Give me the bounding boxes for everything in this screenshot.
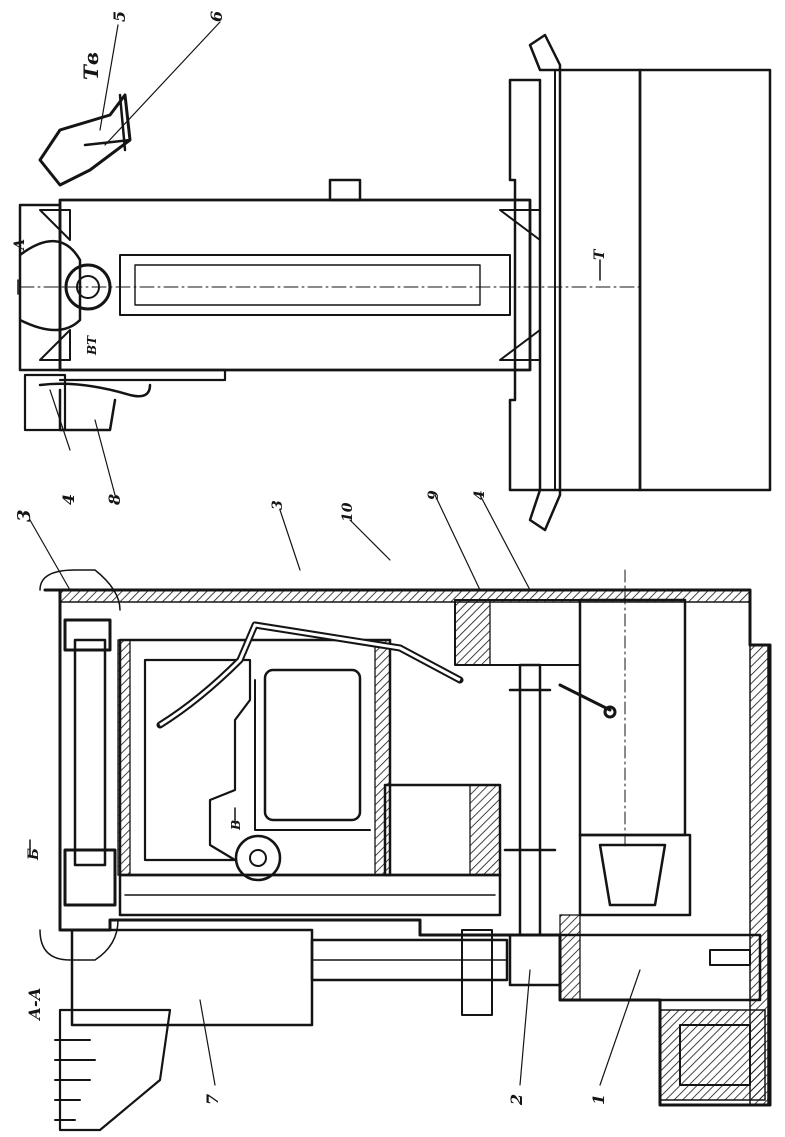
detail-callout-circle <box>39 569 121 961</box>
inspection-window <box>263 668 362 822</box>
cone-pulley <box>578 833 692 917</box>
column-step-under <box>58 368 227 382</box>
inner-frame-hatch-b <box>374 639 391 876</box>
tension-knob <box>603 705 617 719</box>
column-slot-inner <box>134 264 481 306</box>
inner-frame-hatch <box>117 639 131 876</box>
lower-housing <box>23 373 67 432</box>
spindle-housing-hatch <box>469 784 501 876</box>
label-Tv: Тв <box>79 52 103 80</box>
arm-support <box>58 1008 172 1132</box>
label-V: В <box>229 820 243 831</box>
gear-wheel <box>508 933 562 987</box>
top-elevation-view: Тв 5 6 А Т ВТ 4 8 <box>12 11 772 532</box>
base-block <box>638 68 772 492</box>
shaft-plug <box>709 949 751 966</box>
spindle-bearing-inner <box>76 275 100 299</box>
pivot-hole <box>249 849 267 867</box>
column-knob <box>328 178 362 202</box>
motor-body <box>578 598 687 837</box>
gear-housing-hatch <box>559 914 581 1001</box>
inner-chamber <box>143 658 252 862</box>
column-slot <box>119 254 511 316</box>
label-A: А <box>12 239 28 251</box>
spindle-bearing <box>64 263 112 311</box>
label-2: 2 <box>507 1094 526 1106</box>
gear-housing <box>558 933 762 1002</box>
right-wall-hatch <box>749 644 769 1106</box>
belt-hatch <box>454 599 491 666</box>
vertical-drive-shaft <box>503 663 557 937</box>
label-T: Т <box>592 248 608 260</box>
main-column <box>58 198 532 372</box>
label-B: Б <box>26 848 42 861</box>
base-flange <box>528 33 642 532</box>
label-5: 5 <box>110 11 129 22</box>
lower-lever <box>38 382 152 432</box>
label-A-A: А-А <box>25 987 44 1021</box>
tension-lever <box>558 683 612 712</box>
leader-lines-top <box>49 21 221 496</box>
bottom-foot-window <box>679 1024 751 1086</box>
lever-handle <box>38 93 132 187</box>
label-6: 6 <box>207 11 226 22</box>
label-4-bottom: 4 <box>472 490 488 500</box>
label-3: 3 <box>270 500 286 510</box>
label-VT: ВТ <box>85 335 99 356</box>
pedestal-step <box>508 78 542 492</box>
window-offset <box>254 679 371 831</box>
section-view-a-a: 3 3 10 9 4 Б В А-А 7 2 1 <box>14 490 772 1132</box>
pivot-boss <box>234 834 282 882</box>
arm-shaft-collar <box>461 929 493 1016</box>
label-3-top: 3 <box>14 509 35 522</box>
corner-brackets <box>39 209 541 361</box>
label-1: 1 <box>589 1094 608 1105</box>
oil-tube-inner <box>159 623 461 727</box>
arm-flange-bolts <box>54 1039 96 1121</box>
upper-shaft-pulleys <box>63 618 117 907</box>
leader-lines-bottom <box>29 494 641 1086</box>
lower-shaft <box>118 873 502 917</box>
upper-shaft <box>73 638 107 867</box>
label-8: 8 <box>105 494 124 506</box>
label-4: 4 <box>59 494 78 505</box>
label-10: 10 <box>340 502 356 522</box>
label-7: 7 <box>203 1094 222 1105</box>
label-9: 9 <box>426 490 442 500</box>
